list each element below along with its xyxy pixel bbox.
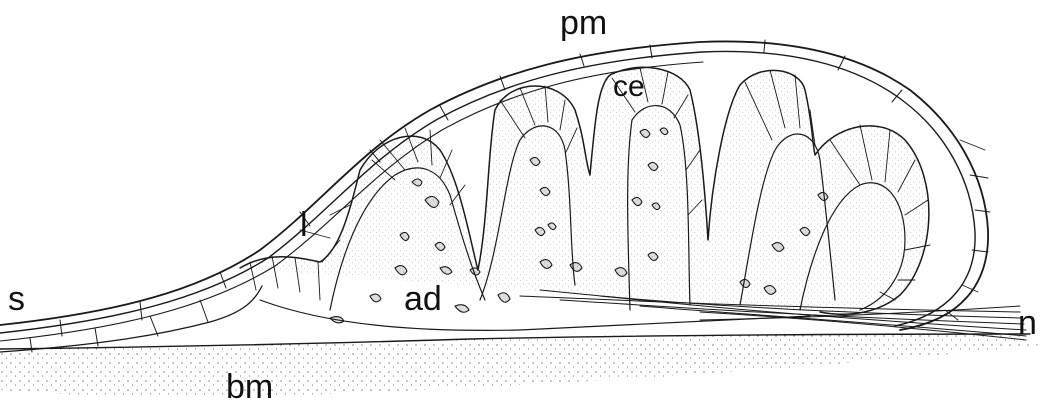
label-bm: bm: [226, 370, 273, 404]
flat-epithelium-lower: [0, 286, 262, 352]
label-s: s: [8, 282, 25, 316]
label-ce: ce: [613, 72, 645, 102]
label-ad: ad: [404, 282, 442, 316]
label-n: n: [1018, 306, 1037, 340]
gland-lobe-outline: [240, 67, 929, 314]
label-pm: pm: [560, 6, 607, 40]
basement-membrane: [0, 334, 1040, 397]
label-l: l: [300, 208, 308, 242]
